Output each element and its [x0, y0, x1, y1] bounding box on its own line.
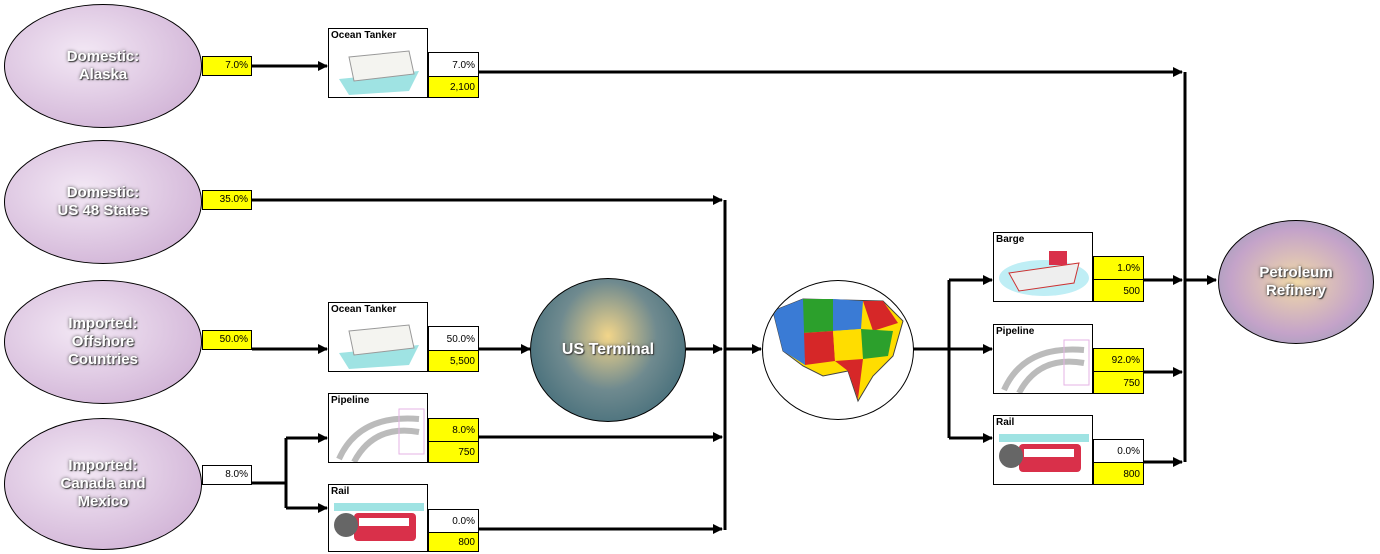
mode-label: Barge [996, 234, 1024, 245]
source-share: 35.0% [202, 190, 252, 210]
mode-rail: Rail [328, 484, 428, 552]
source-share: 7.0% [202, 56, 252, 76]
mode-percent: 8.0% [428, 418, 479, 442]
source-title: Domestic: US 48 States [5, 184, 201, 220]
source-share: 50.0% [202, 330, 252, 350]
us-map-icon [763, 281, 913, 419]
mode-volume: 5,500 [428, 350, 479, 372]
source-share: 8.0% [202, 465, 252, 485]
mode-rail: Rail [993, 415, 1093, 485]
mode-barge: Barge [993, 232, 1093, 302]
mode-volume: 750 [428, 441, 479, 463]
mode-pipeline: Pipeline [993, 324, 1093, 394]
mode-volume: 2,100 [428, 76, 479, 98]
refinery-title: Petroleum Refinery [1219, 264, 1373, 300]
mode-volume: 800 [428, 532, 479, 552]
source-title: Domestic: Alaska [5, 48, 201, 84]
source-title: Imported: Canada and Mexico [5, 457, 201, 511]
mode-label: Pipeline [996, 326, 1034, 337]
source-offshore: Imported: Offshore Countries [4, 280, 202, 404]
mode-label: Ocean Tanker [331, 304, 396, 315]
mode-percent: 7.0% [428, 52, 479, 77]
mode-percent: 0.0% [1093, 439, 1144, 463]
mode-volume: 500 [1093, 279, 1144, 302]
mode-label: Rail [996, 417, 1014, 428]
source-canada-mexico: Imported: Canada and Mexico [4, 418, 202, 550]
mode-ocean-tanker: Ocean Tanker [328, 302, 428, 372]
mode-label: Pipeline [331, 395, 369, 406]
mode-percent: 0.0% [428, 509, 479, 533]
mode-percent: 50.0% [428, 326, 479, 351]
us-map [762, 280, 914, 420]
mode-ocean-tanker: Ocean Tanker [328, 28, 428, 98]
source-alaska: Domestic: Alaska [4, 4, 202, 128]
mode-pipeline: Pipeline [328, 393, 428, 463]
mode-percent: 92.0% [1093, 348, 1144, 372]
mode-volume: 800 [1093, 462, 1144, 485]
terminal-title: US Terminal [531, 341, 685, 359]
us-terminal: US Terminal [530, 278, 686, 422]
mode-label: Ocean Tanker [331, 30, 396, 41]
mode-volume: 750 [1093, 371, 1144, 394]
source-title: Imported: Offshore Countries [5, 315, 201, 369]
source-us48: Domestic: US 48 States [4, 140, 202, 264]
petroleum-refinery: Petroleum Refinery [1218, 220, 1374, 344]
mode-percent: 1.0% [1093, 256, 1144, 280]
mode-label: Rail [331, 486, 349, 497]
